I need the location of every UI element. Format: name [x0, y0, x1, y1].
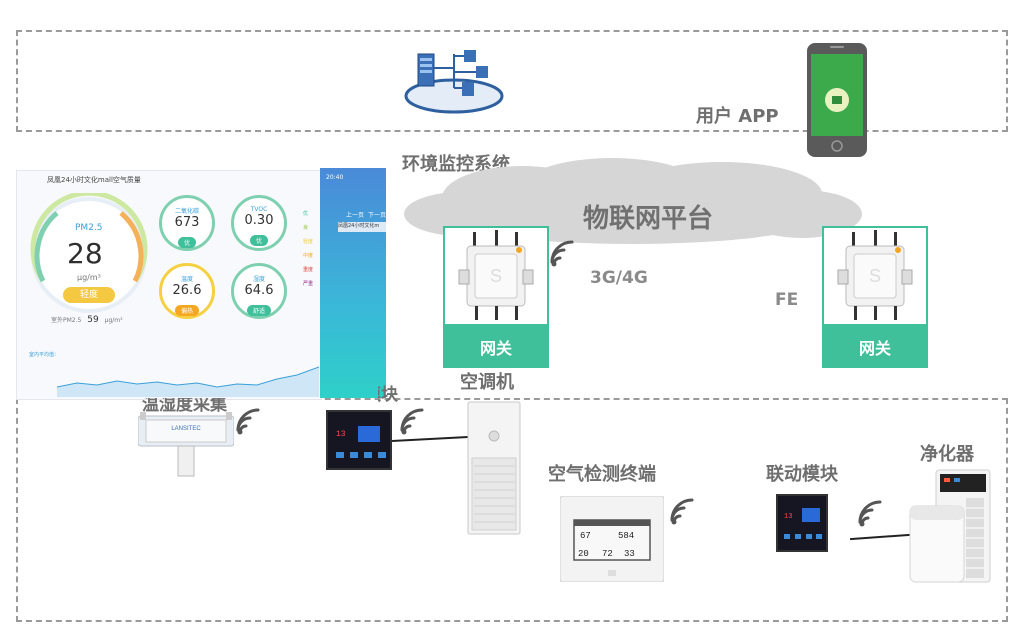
user-app-label: 用户 APP [696, 106, 779, 127]
air-quality-dashboard: 凤凰24小时文化mall空气质量 PM2.5 28 μg/m³ 轻度 室外PM2… [16, 170, 322, 400]
humidity-gauge: 湿度 64.6 舒适 [231, 263, 287, 319]
outdoor-value: 59 [87, 315, 99, 325]
dashboard-title: 凤凰24小时文化mall空气质量 [47, 176, 141, 184]
scale-6: 严重 [303, 281, 314, 287]
trend-chart [56, 357, 320, 397]
mobile-time: 20:40 [326, 174, 344, 181]
hum-label: 湿度 [252, 276, 265, 283]
mobile-panel: 20:40 上一页 下一页 凤凰24小时文化m [320, 168, 386, 398]
gateway-2-label: 网关 [822, 326, 928, 368]
co2-label: 二氧化碳 [174, 208, 199, 215]
air-conditioner-unit [466, 400, 522, 536]
svg-text:S: S [490, 266, 502, 286]
outdoor-unit: μg/m³ [104, 317, 123, 324]
wifi-icon-module-left [398, 406, 428, 440]
scale-1: 优 [303, 211, 309, 217]
cloud-region-box [16, 30, 1008, 132]
scale-5: 重度 [303, 267, 314, 273]
co2-value: 673 [174, 215, 200, 230]
wifi-icon-module-right [856, 498, 886, 532]
pm25-gauge: PM2.5 28 μg/m³ 轻度 [27, 190, 151, 317]
wifi-icon-gateway [548, 238, 578, 272]
aqi-scale: 优 良 轻度 中度 重度 严重 [303, 207, 319, 291]
outdoor-pm25: 室外PM2.5 59 μg/m³ [51, 315, 123, 325]
iot-platform-label: 物联网平台 [583, 204, 714, 234]
pm25-value: 28 [67, 237, 103, 270]
svg-text:20: 20 [578, 549, 589, 559]
temp-gauge: 温度 26.6 偏热 [159, 263, 215, 319]
temp-humidity-label: 温湿度采集 [142, 395, 227, 415]
hum-value: 64.6 [244, 283, 274, 298]
linkage-module-label: 联动模块 [766, 464, 838, 485]
chart-legend: 室内平均值： [29, 352, 60, 358]
tvoc-value: 0.30 [244, 213, 274, 228]
svg-text:67: 67 [580, 531, 591, 541]
scale-4: 中度 [303, 253, 314, 259]
purifier-label: 净化器 [920, 444, 974, 465]
tvoc-level: 优 [249, 235, 268, 246]
air-terminal-label: 空气检测终端 [548, 464, 656, 485]
env-system-label: 环境监控系统 [402, 154, 510, 175]
svg-text:LANSITEC: LANSITEC [171, 426, 201, 432]
wifi-icon-terminal [668, 496, 698, 530]
tvoc-label: TVOC [250, 206, 268, 213]
svg-text:33: 33 [624, 549, 635, 559]
hum-level: 舒适 [246, 305, 271, 316]
temp-value: 26.6 [172, 283, 202, 298]
gateway-1-label: 网关 [443, 326, 549, 368]
svg-text:72: 72 [602, 549, 613, 559]
module-left-label: 联动模块 [378, 380, 398, 405]
air-detection-terminal: 67 584 20 72 33 [559, 495, 665, 583]
svg-text:13: 13 [784, 513, 792, 521]
co2-level: 优 [177, 237, 196, 248]
pm25-label: PM2.5 [75, 223, 103, 233]
temp-level: 偏热 [174, 305, 199, 316]
mobile-prev: 上一页 [346, 212, 365, 219]
pm25-unit: μg/m³ [77, 273, 101, 282]
linkage-module-left: 13 [326, 410, 392, 470]
co2-gauge: 二氧化碳 673 优 [159, 195, 215, 251]
field-region-box [16, 398, 1008, 622]
tvoc-gauge: TVOC 0.30 优 [231, 195, 287, 251]
svg-text:S: S [869, 266, 881, 286]
mobile-next: 下一页 [368, 212, 387, 219]
scale-2: 良 [303, 225, 309, 231]
pm25-level-badge: 轻度 [63, 287, 115, 303]
fe-label: FE [775, 290, 799, 310]
gateway-1-frame: S [443, 226, 549, 326]
wifi-icon-sensor [234, 406, 264, 440]
mobile-item: 凤凰24小时文化m [338, 222, 386, 232]
air-purifier-unit [906, 468, 992, 584]
outdoor-label: 室外PM2.5 [51, 317, 82, 324]
svg-text:584: 584 [618, 531, 634, 541]
svg-text:13: 13 [336, 430, 346, 439]
linkage-module-right: 13 [776, 494, 828, 552]
gateway-2-frame: S [822, 226, 928, 326]
network-3g4g-label: 3G/4G [590, 268, 648, 288]
air-conditioner-label: 空调机 [460, 372, 514, 393]
temp-humidity-sensor: LANSITEC [137, 410, 235, 480]
scale-3: 轻度 [303, 239, 314, 245]
phone-device-icon [806, 42, 868, 158]
temp-label: 温度 [180, 276, 193, 283]
server-cluster-icon [404, 48, 504, 114]
